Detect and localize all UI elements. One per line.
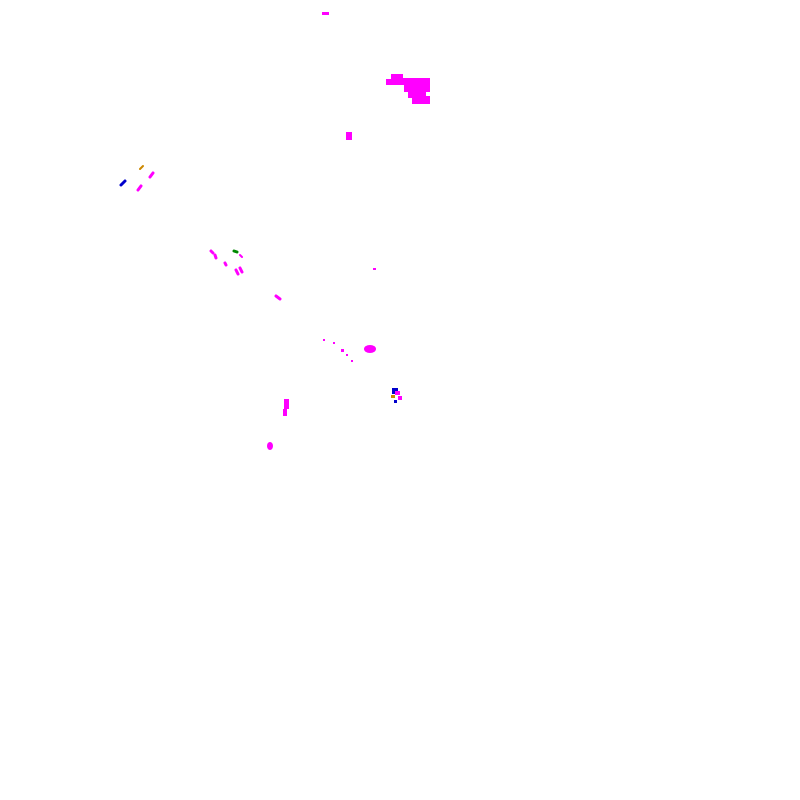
center-cluster <box>323 339 376 362</box>
stroke-group-left <box>119 165 155 192</box>
speck <box>346 132 352 140</box>
speck <box>373 268 376 270</box>
magenta-cluster <box>386 74 430 104</box>
stroke-group-mid <box>209 249 282 301</box>
multicolor-speck <box>391 388 402 403</box>
speck <box>322 12 329 15</box>
lower-left-specks <box>267 399 289 450</box>
